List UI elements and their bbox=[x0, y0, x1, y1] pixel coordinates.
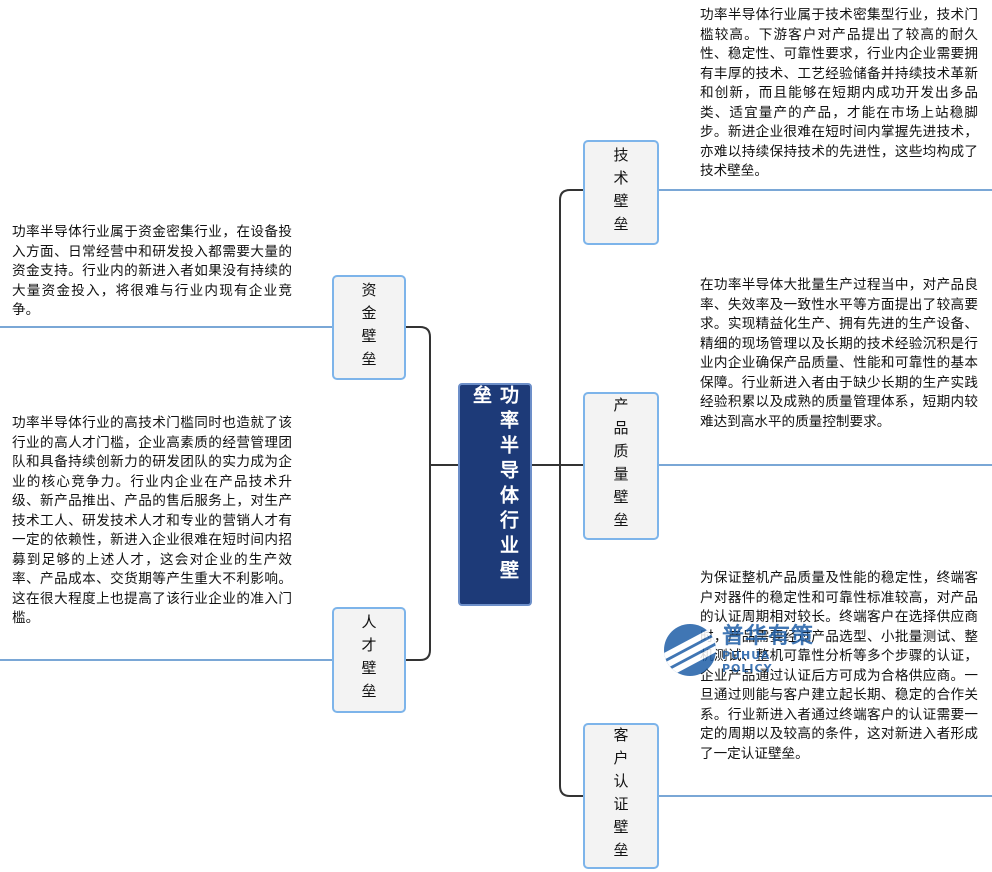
capital-barrier-text: 功率半导体行业属于资金密集行业，在设备投入方面、日常经营中和研发投入都需要大量的… bbox=[12, 224, 292, 318]
node-talent-label: 人才壁垒 bbox=[359, 614, 378, 706]
talent-barrier-text: 功率半导体行业的高技术门槛同时也造就了该行业的高人才门槛，企业高素质的经营管理团… bbox=[12, 415, 292, 626]
node-quality-label: 产品质量壁垒 bbox=[611, 397, 630, 535]
customer-barrier-text: 为保证整机产品质量及性能的稳定性，终端客户对器件的稳定性和可靠性标准较高，对产品… bbox=[700, 570, 978, 762]
quality-barrier-text: 在功率半导体大批量生产过程当中，对产品良率、失效率及一致性水平等方面提出了较高要… bbox=[700, 277, 978, 430]
logo-icon bbox=[664, 624, 716, 676]
node-tech-label: 技术壁垒 bbox=[611, 146, 630, 239]
center-node[interactable]: 功率半导体行业壁垒 bbox=[458, 383, 532, 606]
tech-barrier-text: 功率半导体行业属于技术密集型行业，技术门槛较高。下游客户对产品提出了较高的耐久性… bbox=[700, 7, 978, 179]
center-title: 功率半导体行业壁垒 bbox=[470, 385, 519, 585]
watermark-name-en: PUHUA POLICY bbox=[722, 649, 773, 675]
node-talent-barrier[interactable]: 人才壁垒 bbox=[332, 607, 406, 713]
node-capital-barrier[interactable]: 资金壁垒 bbox=[332, 275, 406, 380]
node-quality-barrier[interactable]: 产品质量壁垒 bbox=[583, 392, 659, 540]
watermark-logo: 普华有策 PUHUA POLICY bbox=[664, 618, 814, 682]
node-capital-label: 资金壁垒 bbox=[359, 281, 378, 374]
watermark-name: 普华有策 bbox=[722, 624, 815, 649]
node-customer-barrier[interactable]: 客户认证壁垒 bbox=[583, 723, 659, 869]
node-customer-label: 客户认证壁垒 bbox=[611, 727, 630, 865]
node-tech-barrier[interactable]: 技术壁垒 bbox=[583, 140, 659, 245]
